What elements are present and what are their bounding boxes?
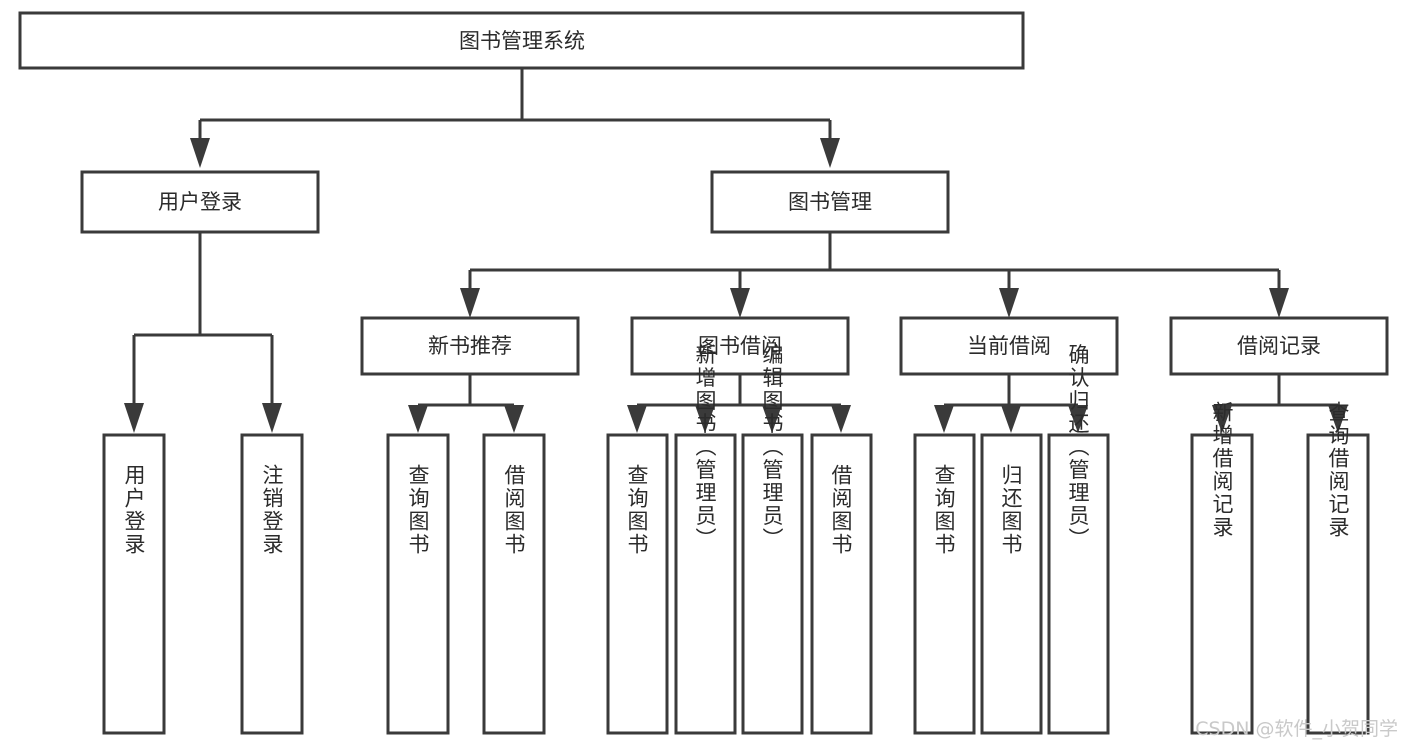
arrow-to-leaf-logout-login <box>262 403 282 433</box>
node-book-management[interactable]: 图书管理 <box>710 170 950 234</box>
arrow-to-leaf-add-book <box>695 405 715 433</box>
node-user-login-box[interactable] <box>80 170 320 234</box>
node-book-management-box[interactable] <box>710 170 950 234</box>
node-leaf-query-record[interactable]: 查询借阅记录 <box>1306 401 1370 735</box>
node-leaf-add-record-box[interactable] <box>1190 433 1254 735</box>
node-root[interactable]: 图书管理系统 <box>18 11 1025 70</box>
node-leaf-edit-book[interactable]: 编辑图书（管理员） <box>741 344 804 735</box>
node-leaf-confirm-return[interactable]: 确认归还（管理员） <box>1047 344 1110 735</box>
node-leaf-borrow-book-1-label: 借阅图书 <box>502 464 526 556</box>
node-leaf-user-login-label: 用户登录 <box>122 464 146 556</box>
node-leaf-borrow-book-1-box[interactable] <box>482 433 546 735</box>
node-leaf-query-book-3-box[interactable] <box>913 433 976 735</box>
node-leaf-logout-login-box[interactable] <box>240 433 304 735</box>
node-borrow-record-label: 借阅记录 <box>1237 334 1321 358</box>
node-leaf-query-book-2-box[interactable] <box>606 433 669 735</box>
node-current-borrow-box[interactable] <box>899 316 1119 376</box>
arrow-to-leaf-add-record <box>1212 405 1232 433</box>
node-leaf-borrow-book-2-label: 借阅图书 <box>829 464 853 556</box>
node-leaf-return-book-label: 归还图书 <box>999 464 1023 556</box>
node-root-label: 图书管理系统 <box>459 29 585 53</box>
node-leaf-add-book-label: 新增图书（管理员） <box>693 344 717 551</box>
node-leaf-query-book-2-label: 查询图书 <box>625 464 649 556</box>
node-borrow-record-box[interactable] <box>1169 316 1389 376</box>
node-book-borrow-box[interactable] <box>630 316 850 376</box>
node-leaf-query-book-3-label: 查询图书 <box>932 464 956 556</box>
arrow-to-leaf-query-record <box>1328 405 1348 433</box>
arrow-to-new-book-recommend <box>460 288 480 318</box>
node-leaf-query-record-box[interactable] <box>1306 433 1370 735</box>
node-book-management-label: 图书管理 <box>788 190 872 214</box>
node-leaf-user-login[interactable]: 用户登录 <box>102 433 166 735</box>
node-leaf-query-book-1-label: 查询图书 <box>406 464 430 556</box>
node-leaf-edit-book-label: 编辑图书（管理员） <box>760 344 784 551</box>
csdn-watermark: CSDN @软件_小贺同学 <box>1195 718 1398 740</box>
node-leaf-user-login-box[interactable] <box>102 433 166 735</box>
node-current-borrow[interactable]: 当前借阅 <box>899 316 1119 376</box>
arrow-to-book-management <box>820 138 840 168</box>
node-leaf-borrow-book-2-box[interactable] <box>810 433 873 735</box>
arrow-to-leaf-query-book-1 <box>408 405 428 433</box>
arrow-to-leaf-edit-book <box>762 405 782 433</box>
node-leaf-borrow-book-1[interactable]: 借阅图书 <box>482 433 546 735</box>
node-new-book-recommend-label: 新书推荐 <box>428 334 512 358</box>
node-leaf-logout-login-label: 注销登录 <box>260 464 284 556</box>
arrow-to-current-borrow <box>999 288 1019 318</box>
node-leaf-borrow-book-2[interactable]: 借阅图书 <box>810 433 873 735</box>
node-user-login-label: 用户登录 <box>158 190 242 214</box>
node-leaf-add-record[interactable]: 新增借阅记录 <box>1190 401 1254 735</box>
node-root-box[interactable] <box>18 11 1025 70</box>
node-leaf-add-book-box[interactable] <box>674 433 737 735</box>
node-leaf-query-book-1[interactable]: 查询图书 <box>386 433 450 735</box>
node-leaf-query-book-3[interactable]: 查询图书 <box>913 433 976 735</box>
node-leaf-add-book[interactable]: 新增图书（管理员） <box>674 344 737 735</box>
node-book-borrow[interactable]: 图书借阅 <box>630 316 850 376</box>
node-leaf-logout-login[interactable]: 注销登录 <box>240 433 304 735</box>
node-book-borrow-label: 图书借阅 <box>698 334 782 358</box>
node-new-book-recommend-box[interactable] <box>360 316 580 376</box>
arrow-to-borrow-record <box>1269 288 1289 318</box>
arrow-to-leaf-borrow-book-2 <box>831 405 851 433</box>
node-leaf-return-book[interactable]: 归还图书 <box>980 433 1043 735</box>
arrow-to-leaf-confirm-return <box>1068 405 1088 433</box>
node-user-login[interactable]: 用户登录 <box>80 170 320 234</box>
node-current-borrow-label: 当前借阅 <box>967 334 1051 358</box>
node-new-book-recommend[interactable]: 新书推荐 <box>360 316 580 376</box>
node-leaf-edit-book-box[interactable] <box>741 433 804 735</box>
node-borrow-record[interactable]: 借阅记录 <box>1169 316 1389 376</box>
node-leaf-add-record-label: 新增借阅记录 <box>1210 401 1234 539</box>
arrow-to-leaf-query-book-3 <box>934 405 954 433</box>
arrow-to-leaf-user-login <box>124 403 144 433</box>
node-leaf-confirm-return-label: 确认归还（管理员） <box>1066 344 1090 551</box>
node-leaf-query-record-label: 查询借阅记录 <box>1326 401 1350 539</box>
node-leaf-confirm-return-box[interactable] <box>1047 433 1110 735</box>
arrow-to-leaf-return-book <box>1001 405 1021 433</box>
arrow-to-user-login <box>190 138 210 168</box>
node-leaf-query-book-1-box[interactable] <box>386 433 450 735</box>
node-leaf-return-book-box[interactable] <box>980 433 1043 735</box>
arrow-to-leaf-query-book-2 <box>627 405 647 433</box>
arrow-to-leaf-borrow-book-1 <box>504 405 524 433</box>
node-leaf-query-book-2[interactable]: 查询图书 <box>606 433 669 735</box>
connector-layer <box>124 68 1348 433</box>
arrow-to-book-borrow <box>730 288 750 318</box>
